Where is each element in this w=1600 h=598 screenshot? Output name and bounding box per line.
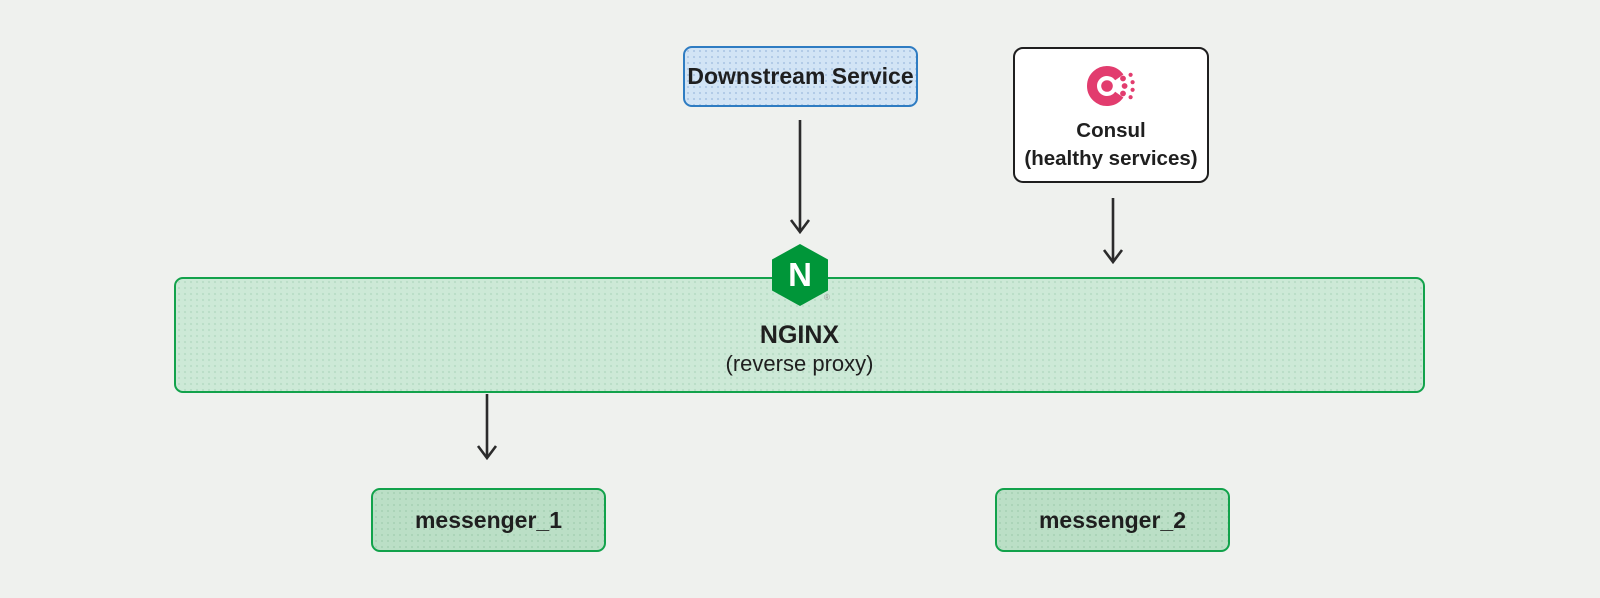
consul-title: Consul — [1076, 119, 1146, 142]
consul-logo-icon — [1087, 66, 1135, 106]
messenger-1-label: messenger_1 — [414, 506, 563, 533]
arrow-nginx-to-messenger1-icon — [476, 394, 498, 460]
nginx-title: NGINX — [759, 321, 840, 349]
nginx-subtitle: (reverse proxy) — [725, 351, 874, 376]
nginx-logo-letter: N — [788, 255, 812, 293]
node-messenger-1: messenger_1 — [371, 488, 606, 552]
consul-subtitle: (healthy services) — [1024, 147, 1198, 170]
registered-trademark-icon: ® — [824, 293, 830, 302]
arrow-downstream-to-nginx-icon — [789, 120, 811, 234]
node-downstream-service: Downstream Service — [683, 46, 918, 107]
messenger-2-label: messenger_2 — [1038, 506, 1187, 533]
nginx-logo-icon: N ® — [772, 244, 830, 306]
nginx-hexagon: N — [772, 244, 828, 306]
node-messenger-2: messenger_2 — [995, 488, 1230, 552]
node-consul: Consul (healthy services) — [1013, 47, 1209, 183]
downstream-service-label: Downstream Service — [687, 63, 914, 89]
arrow-consul-to-nginx-icon — [1102, 198, 1124, 264]
